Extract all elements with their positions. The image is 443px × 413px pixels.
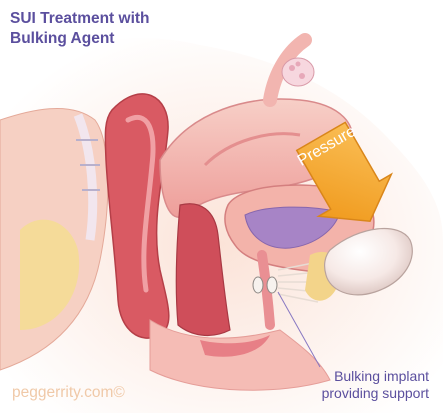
callout-line-1: Bulking implant <box>334 368 429 384</box>
bulking-implant-callout: Bulking implant providing support <box>322 368 429 402</box>
callout-leader <box>277 291 321 368</box>
title-line-1: SUI Treatment with <box>10 10 150 27</box>
vertebra-detail <box>76 139 100 191</box>
vaginal-wall <box>175 203 231 337</box>
ovary <box>281 57 315 87</box>
callout-line-2: providing support <box>321 385 429 401</box>
uterus-lining <box>203 132 301 167</box>
bladder-lumen <box>244 206 341 249</box>
labia <box>200 335 270 357</box>
credit-watermark: peggerrity.com© <box>12 384 125 401</box>
urethra <box>257 250 275 330</box>
vertebra-column <box>73 113 98 241</box>
fallopian-tube <box>263 33 312 107</box>
diagram-title: SUI Treatment with Bulking Agent <box>10 9 150 49</box>
bulking-implant-left <box>252 276 264 294</box>
fat-layer-left <box>20 219 80 330</box>
pubic-bone <box>324 227 413 296</box>
bulking-implant-right <box>266 276 278 294</box>
title-line-2: Bulking Agent <box>10 30 115 47</box>
rectum-highlight <box>125 115 156 293</box>
